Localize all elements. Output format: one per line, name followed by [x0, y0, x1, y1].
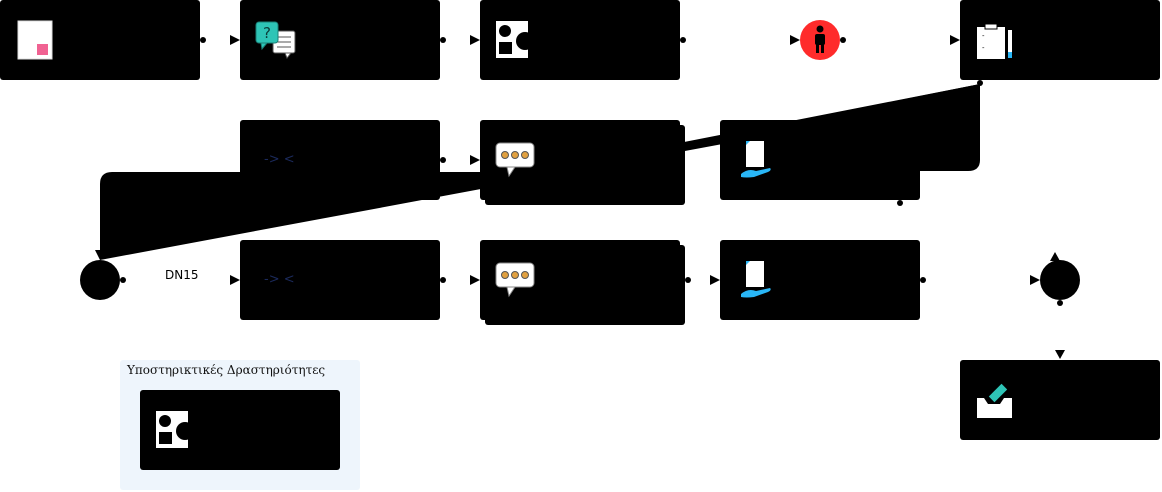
shapes-icon [156, 411, 194, 448]
task-node-4[interactable]: - - [960, 0, 1160, 80]
task-node-5[interactable]: -> < [240, 120, 440, 200]
speech-bubble-dots-icon [495, 142, 535, 178]
start-event-label: DN15 [165, 268, 199, 282]
flow-arrows-row1 [200, 35, 983, 86]
task-node-6[interactable] [480, 120, 680, 200]
svg-text:-: - [982, 44, 985, 52]
end-event[interactable] [1040, 260, 1080, 300]
person-icon [815, 25, 825, 53]
task-node-9[interactable] [480, 240, 680, 320]
support-activities-title: Υποστηρικτικές Δραστηριότητες [127, 363, 326, 377]
task-node-3[interactable] [480, 0, 680, 80]
inbox-tray-icon [977, 383, 1012, 418]
intermediate-event-person[interactable] [800, 20, 840, 60]
flow-arrows-row3 [120, 252, 1065, 359]
svg-text:?: ? [263, 24, 271, 42]
task-node-7[interactable] [720, 120, 920, 200]
svg-text:-: - [982, 32, 985, 40]
code-brackets-icon: -> < [264, 152, 295, 167]
task-node-10[interactable] [720, 240, 920, 320]
speech-bubble-dots-icon [495, 262, 535, 298]
question-chat-icon: ? [255, 21, 296, 59]
task-node-2[interactable]: ? [240, 0, 440, 80]
code-brackets-icon: -> < [264, 272, 295, 287]
start-event[interactable] [80, 260, 120, 300]
document-pink-icon [17, 20, 53, 60]
checklist-pen-icon: - - [977, 24, 1012, 59]
hand-document-icon [741, 141, 771, 178]
task-node-1[interactable] [0, 0, 200, 80]
flow-arrows-row2 [95, 155, 903, 260]
task-node-11[interactable] [960, 360, 1160, 440]
support-task-node[interactable] [140, 390, 340, 470]
task-node-8[interactable]: -> < [240, 240, 440, 320]
shapes-icon [496, 21, 534, 58]
hand-document-icon [741, 261, 771, 298]
